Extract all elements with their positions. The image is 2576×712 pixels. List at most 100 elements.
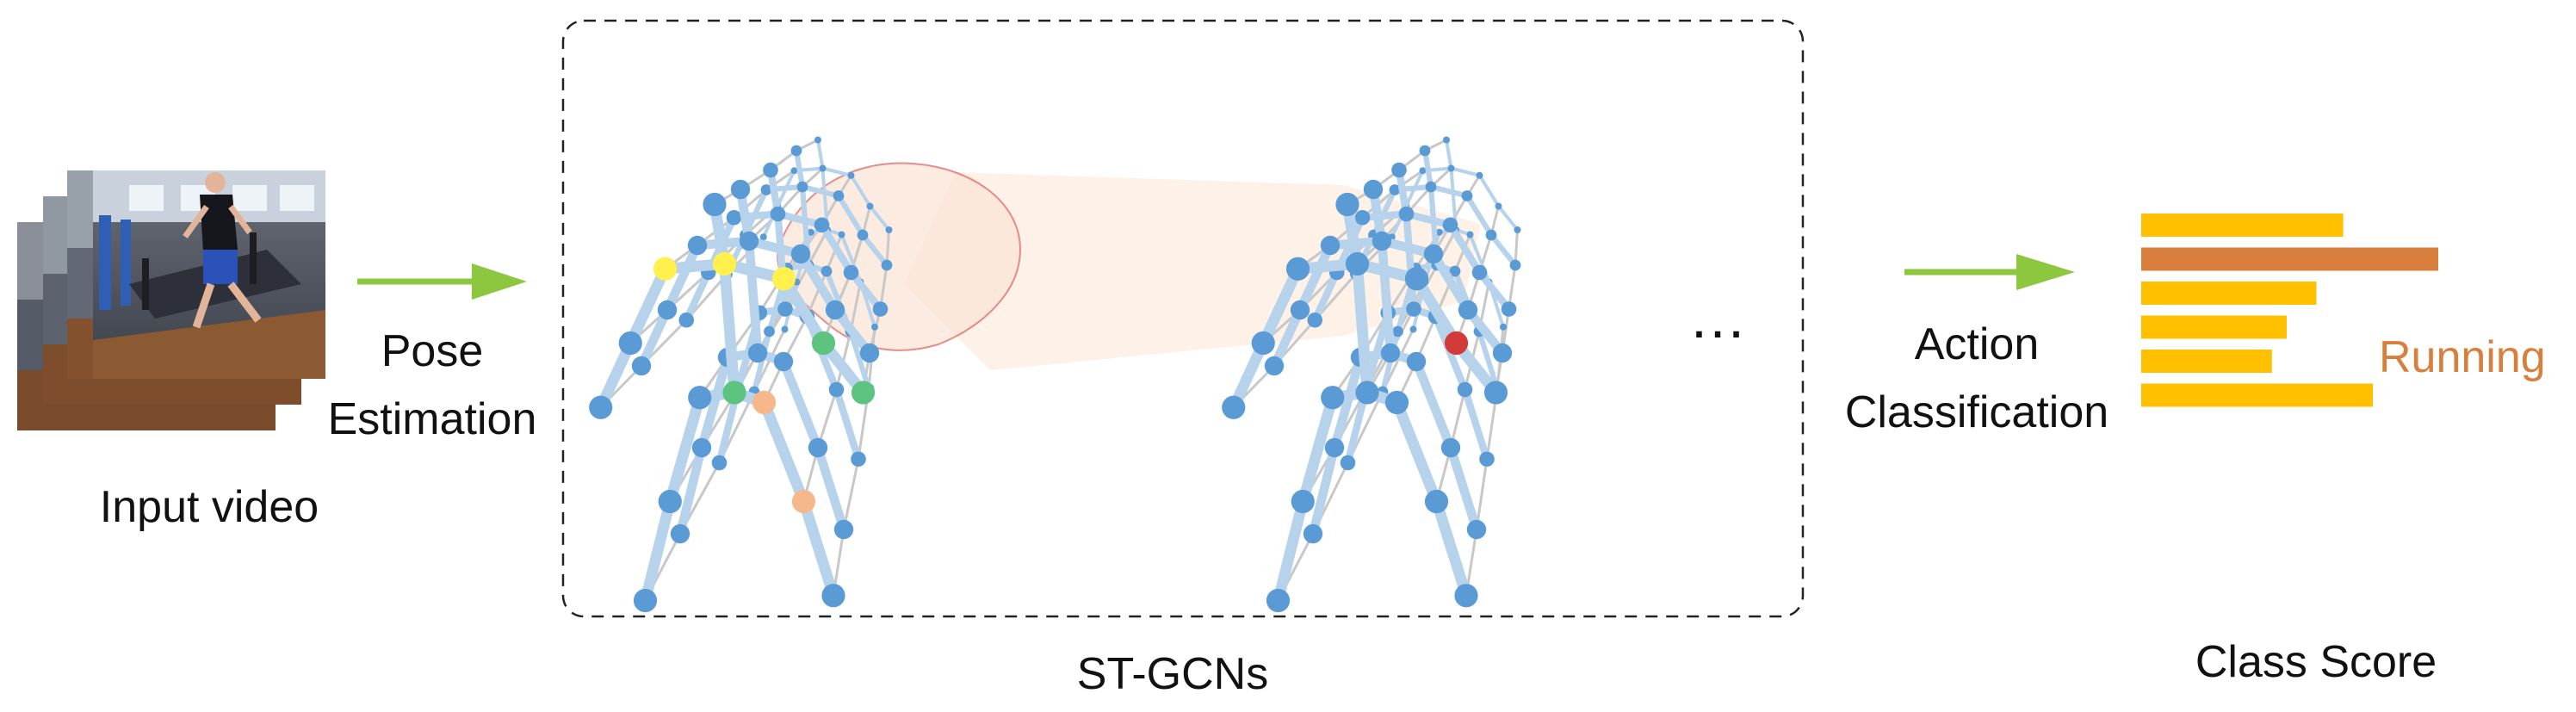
- temporal-edge: [849, 282, 862, 332]
- joint-node: [777, 301, 793, 317]
- joint-node: [1264, 356, 1285, 376]
- joint-node: [631, 356, 652, 376]
- joint-node: [658, 489, 682, 514]
- joint-node: [1398, 206, 1415, 222]
- bone-edge: [662, 240, 703, 315]
- joint-node: [814, 217, 830, 233]
- temporal-edge: [885, 229, 890, 266]
- joint-node: [760, 184, 772, 195]
- joint-node: [618, 331, 642, 356]
- joint-node: [1404, 267, 1429, 291]
- joint-node: [1363, 179, 1384, 200]
- bone-edge: [820, 166, 853, 177]
- joint-node: [1501, 301, 1517, 317]
- bone-edge: [1428, 249, 1473, 315]
- joint-node: [811, 331, 836, 356]
- bone-edge: [1427, 183, 1471, 199]
- joint-node: [807, 228, 814, 236]
- joint-node: [833, 519, 854, 540]
- joint-node: [1335, 192, 1359, 217]
- joint-node: [1320, 235, 1341, 256]
- bone-edge: [798, 496, 839, 602]
- bone-edge: [1257, 263, 1303, 349]
- joint-node: [881, 259, 893, 271]
- joint-node: [759, 233, 767, 241]
- joint-node: [589, 395, 613, 419]
- joint-node: [871, 323, 878, 331]
- bone-edge: [1449, 166, 1482, 177]
- bone-edge: [847, 269, 884, 313]
- bone-edge: [1269, 305, 1305, 371]
- joint-node: [851, 451, 866, 467]
- joint-node: [1355, 381, 1379, 405]
- joint-node: [722, 381, 746, 405]
- bone-edge: [1352, 258, 1373, 399]
- joint-node: [781, 325, 789, 333]
- bone-edge: [835, 193, 866, 238]
- bone-edge: [1446, 443, 1482, 535]
- bone-edge: [664, 392, 706, 507]
- joint-node: [1466, 519, 1487, 540]
- joint-node: [1458, 300, 1478, 320]
- sequence-ellipsis: …: [1688, 285, 1747, 350]
- joint-node: [730, 179, 751, 200]
- bone-edge: [1411, 356, 1456, 453]
- joint-node: [1392, 325, 1403, 337]
- bone-edge: [778, 273, 829, 349]
- joint-node: [851, 381, 876, 405]
- joint-node: [790, 145, 802, 157]
- joint-node: [771, 267, 796, 291]
- joint-node: [790, 167, 798, 175]
- joint-node: [711, 455, 728, 471]
- bone-edge: [847, 328, 872, 392]
- bone-edge: [636, 305, 672, 371]
- bone-edge: [1391, 397, 1442, 507]
- joint-node: [843, 264, 859, 281]
- joint-node: [763, 162, 778, 178]
- stgcn-label: ST-GCNs: [1077, 649, 1268, 699]
- temporal-band: [904, 172, 1481, 370]
- joint-node: [1425, 181, 1437, 193]
- joint-node: [1384, 390, 1409, 415]
- bone-edge: [818, 221, 855, 276]
- joint-node: [687, 235, 708, 256]
- joint-node: [1461, 190, 1473, 201]
- temporal-edge: [825, 233, 843, 272]
- temporal-edge: [816, 389, 838, 449]
- temporal-edge: [1449, 389, 1466, 449]
- bone-edge: [1476, 328, 1501, 392]
- joint-node: [691, 437, 712, 458]
- joint-node: [1266, 588, 1291, 613]
- joint-node: [726, 209, 742, 226]
- running-label: Running: [2379, 332, 2546, 382]
- bone-edge: [1496, 204, 1520, 232]
- bone-edge: [1297, 392, 1339, 507]
- class-score-bar: [2141, 247, 2438, 271]
- temporal-edge: [1475, 459, 1489, 530]
- joint-node: [1419, 167, 1427, 175]
- temporal-edge: [842, 458, 860, 530]
- joint-node: [1389, 184, 1401, 195]
- stgcn-box: [561, 19, 1805, 618]
- bone-edge: [1295, 240, 1335, 315]
- joint-node: [703, 192, 727, 217]
- joint-node: [814, 136, 821, 144]
- joint-node: [1449, 265, 1461, 277]
- joint-node: [1290, 300, 1310, 320]
- video-frame-front: [93, 170, 325, 379]
- joint-node: [739, 231, 759, 251]
- joint-node: [1303, 523, 1323, 544]
- bone-edge: [1308, 443, 1340, 539]
- bone-edge: [1464, 193, 1495, 238]
- joint-node: [1442, 217, 1458, 233]
- joint-node: [885, 226, 893, 233]
- bone-edge: [1329, 352, 1365, 453]
- temporal-edge: [1514, 229, 1519, 266]
- bone-edge: [1403, 210, 1418, 313]
- joint-node: [712, 251, 737, 276]
- joint-node: [773, 351, 794, 372]
- joint-node: [1440, 437, 1461, 458]
- bone-edge: [813, 443, 849, 535]
- joint-node: [678, 312, 695, 328]
- class-score-bar: [2141, 282, 2317, 305]
